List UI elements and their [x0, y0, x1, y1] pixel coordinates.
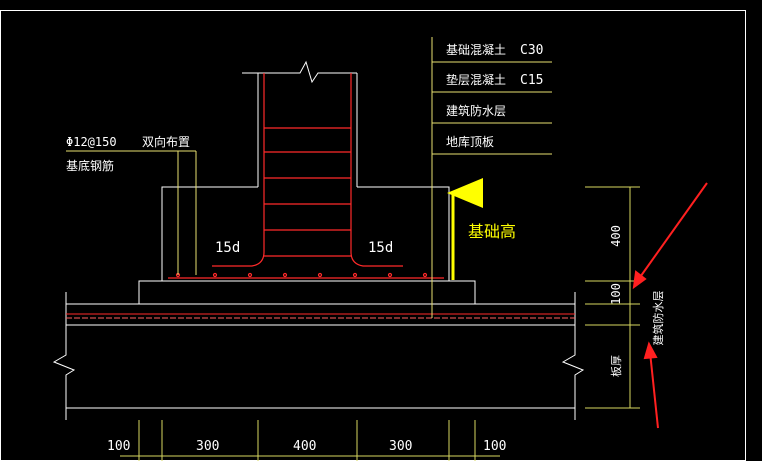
- concrete-base-grade: C30: [520, 43, 543, 58]
- viewport-border: [0, 10, 746, 461]
- bottom-dimension: [120, 420, 500, 461]
- rebar-spec-label: Φ12@150: [66, 135, 117, 149]
- waterproof-label: 建筑防水层: [446, 103, 506, 118]
- bottom-dimension-labels: 100 300 400 300 100: [107, 439, 506, 454]
- dim-label: 100: [483, 439, 506, 454]
- concrete-base-label: 基础混凝土: [446, 42, 506, 57]
- dim-label: 100: [107, 439, 130, 454]
- leader-lines: [66, 37, 552, 318]
- rebar-layout-label: 双向布置: [142, 134, 190, 149]
- cushion-layer: [138, 280, 476, 305]
- concrete-cushion-grade: C15: [520, 73, 543, 88]
- red-annotation-arrows: [632, 182, 708, 429]
- dim-400-label: 400: [609, 225, 623, 247]
- waterproof-vertical-label: 建筑防水层: [651, 291, 665, 346]
- right-dimension: [585, 186, 640, 409]
- waterproof-layer-lines: [66, 313, 575, 319]
- dim-label: 300: [389, 439, 412, 454]
- basement-roof-label: 地库顶板: [446, 134, 494, 149]
- rebar: [168, 73, 444, 279]
- dim-label: 400: [293, 439, 316, 454]
- anchor-length-left: 15d: [215, 240, 240, 256]
- roof-slab: [52, 292, 585, 420]
- material-notes: 基础混凝土 C30 垫层混凝土 C15 建筑防水层 地库顶板: [446, 42, 543, 149]
- anchor-length-right: 15d: [368, 240, 393, 256]
- column: [242, 60, 358, 187]
- rebar-note: Φ12@150 双向布置 基底钢筋: [66, 134, 190, 173]
- rebar-name-label: 基底钢筋: [66, 158, 114, 173]
- slab-thickness-label: 板厚: [609, 355, 623, 377]
- concrete-cushion-label: 垫层混凝土: [446, 72, 506, 87]
- foundation-height-label: 基础高: [468, 222, 516, 241]
- dim-100-vertical-label: 100: [609, 283, 623, 305]
- dim-label: 300: [196, 439, 219, 454]
- footing-outline: [161, 186, 450, 282]
